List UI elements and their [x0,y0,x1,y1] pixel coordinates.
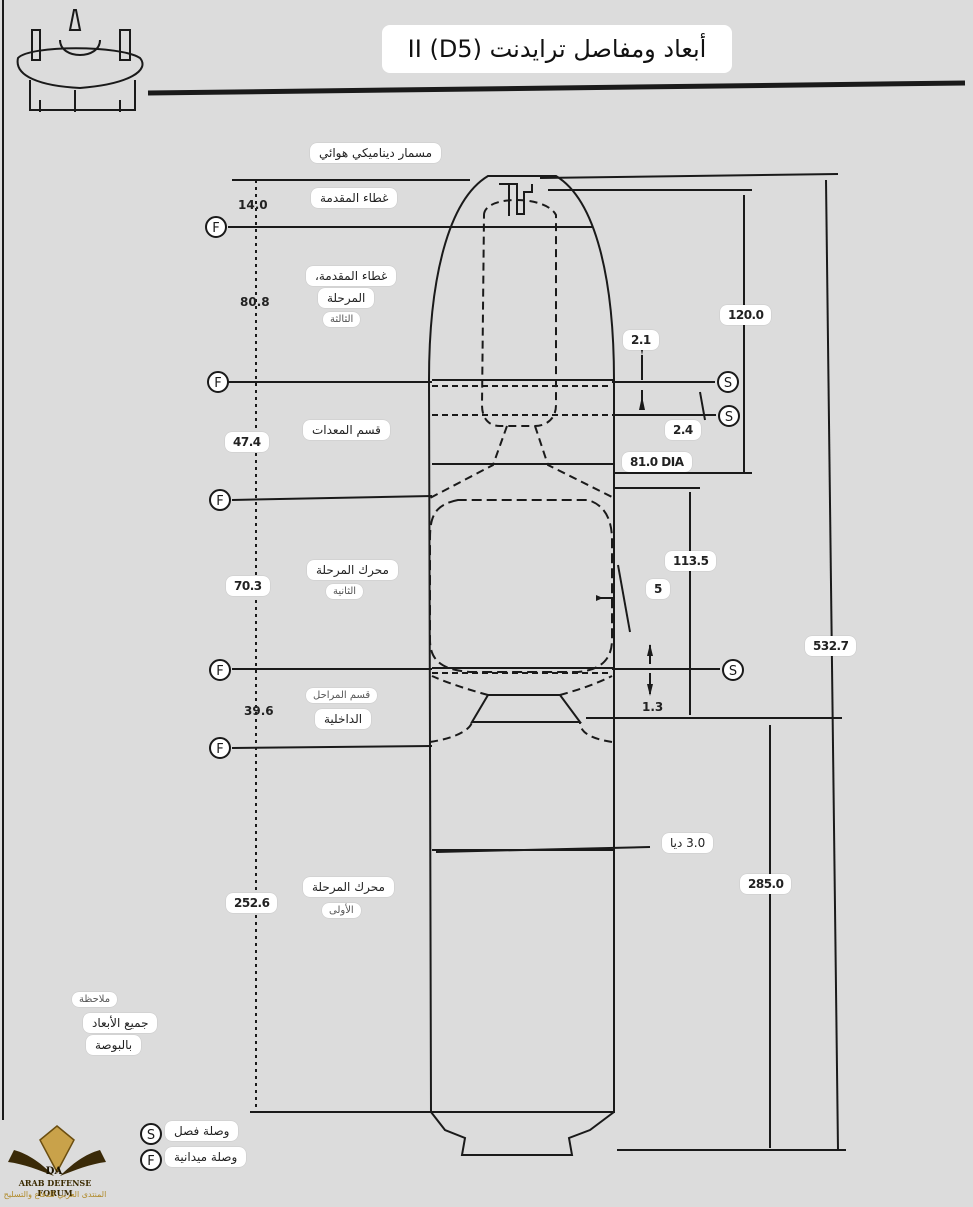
dim-81: 81.0 DIA [622,452,692,472]
legend-s-label: وصلة فصل [165,1121,239,1141]
joint-marker-f-letter: F [216,664,223,679]
forum-mark: DA [45,1166,63,1177]
interstage-label-1: قسم المراحل [306,688,378,703]
nose-fairing-label: غطاء المقدمة [311,188,398,208]
joint-marker-s-letter: S [725,410,733,425]
interstage-shape [470,694,582,723]
dim-120: 120.0 [720,305,772,325]
interstage-label-2: الداخلية [315,709,372,729]
joint-marker-s-letter: S [729,664,737,679]
joint-marker-f: F [209,737,231,759]
legend-s-symbol-letter: S [147,1128,155,1143]
legend-f-symbol: F [140,1149,162,1171]
dim-1-3: 1.3 [642,700,664,714]
second-motor-label-1: محرك المرحلة [307,560,398,580]
joint-marker-s: S [722,659,744,681]
second-motor-label-2: الثانية [326,584,364,599]
forum-name-en: ARAB DEFENSE FORUM [18,1178,92,1198]
joint-marker-f-letter: F [216,494,223,509]
dim-285: 285.0 [740,874,792,894]
nose-third-label-1: غطاء المقدمة، [306,266,397,286]
note-line2: بالبوصة [86,1035,142,1055]
joint-marker-f: F [209,489,231,511]
aero-spike-label: مسمار ديناميكي هوائي [310,143,441,163]
dim-70: 70.3 [226,576,270,596]
joint-marker-f-letter: F [212,221,219,236]
dim-14: 14.0 [238,198,268,212]
equipment-label: قسم المعدات [303,420,390,440]
dim-39: 39.6 [244,704,274,718]
aero-spike-shape [499,183,533,215]
legend-s-symbol: S [140,1123,162,1145]
dim-532: 532.7 [805,636,857,656]
dim-2-1: 2.1 [623,330,659,350]
page-title: أبعاد ومفاصل ترايدنت (D5) II [382,25,732,73]
nose-third-label-3: الثالثة [323,312,361,327]
legend-f-symbol-letter: F [147,1154,154,1169]
nose-third-label-2: المرحلة [318,288,375,308]
dim-113: 113.5 [665,551,717,571]
joint-marker-f: F [205,216,227,238]
third-stage-dashed [480,199,557,427]
joint-marker-f-letter: F [216,742,223,757]
joint-marker-s: S [717,371,739,393]
forum-logo [8,1125,106,1176]
dim-80: 80.8 [240,295,270,309]
note-line1: جميع الأبعاد [83,1013,158,1033]
second-stage-dashed [429,499,613,673]
dim-2-4: 2.4 [665,420,701,440]
joint-marker-f-letter: F [214,376,221,391]
header-rule [147,80,966,96]
dim-3-0: 3.0 ديا [662,833,714,853]
forum-name-ar: المنتدى العربي للدفاع والتسليح [3,1190,107,1199]
corner-emblem [16,9,144,112]
nozzle [430,1111,615,1156]
legend-f-label: وصلة ميدانية [165,1147,247,1167]
joint-marker-f: F [207,371,229,393]
joint-marker-s: S [718,405,740,427]
dim-252: 252.6 [226,893,278,913]
missile-outline [427,175,615,1113]
joint-marker-f: F [209,659,231,681]
note-heading: ملاحظة [72,992,118,1007]
joint-marker-s-letter: S [724,376,732,391]
first-motor-label-2: الأولى [322,903,361,918]
dim-47: 47.4 [225,432,269,452]
dim-5: 5 [646,579,670,599]
interstage-dashed [429,675,613,743]
first-motor-label-1: محرك المرحلة [303,877,394,897]
equipment-neck-dashed [429,425,615,499]
